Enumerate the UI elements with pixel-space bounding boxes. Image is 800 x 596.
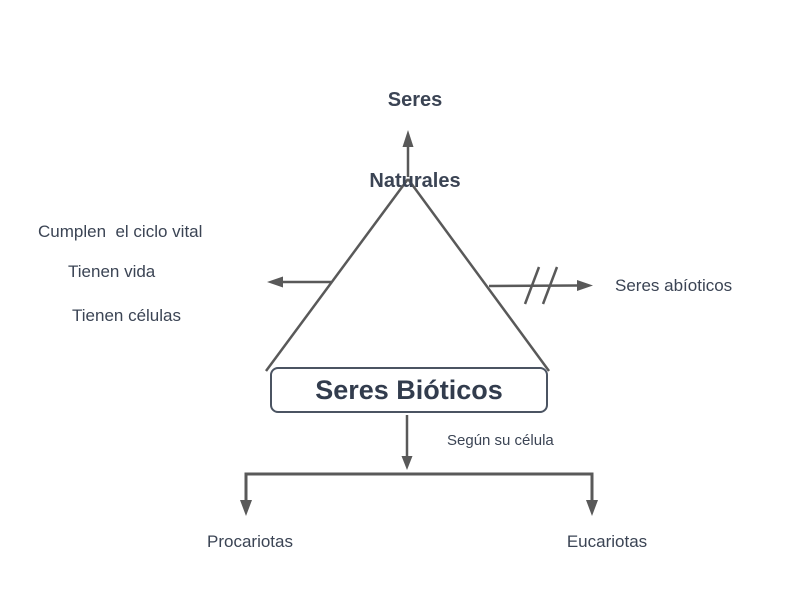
diagram-title-line2: Naturales [369, 170, 461, 192]
triangle-shape [264, 178, 551, 372]
note-tienen-celulas: Tienen células [72, 306, 181, 325]
label-eucariotas: Eucariotas [566, 532, 648, 551]
diagram-title-line1: Seres [387, 89, 443, 111]
crossed-right-arrow [488, 266, 593, 305]
connector-arrow [401, 415, 413, 470]
up-arrow [402, 130, 414, 177]
seres-bioticos-node: Seres Bióticos [270, 367, 548, 413]
branch-bracket [240, 472, 598, 516]
label-segun-su-celula: Según su célula [447, 432, 554, 449]
note-tienen-vida: Tienen vida [68, 262, 156, 281]
note-ciclo-vital: Cumplen el ciclo vital [38, 222, 203, 241]
slash-marks [523, 266, 559, 305]
label-procariotas: Procariotas [207, 532, 293, 551]
label-seres-abioticos: Seres abíoticos [615, 276, 733, 295]
diagram-title: Seres Naturales [369, 33, 460, 249]
left-arrow [267, 276, 331, 288]
seres-bioticos-label: Seres Bióticos [315, 374, 503, 405]
